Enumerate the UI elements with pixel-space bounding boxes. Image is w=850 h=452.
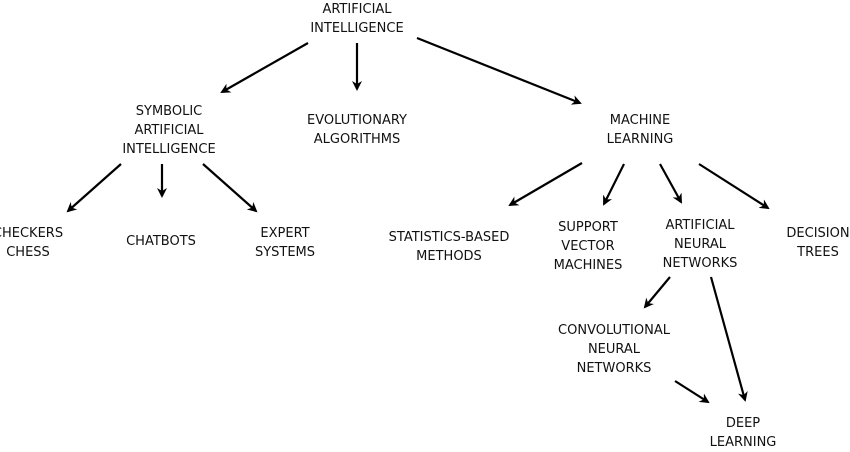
node-label-line: ARTIFICIAL [134,123,204,138]
node-stats: STATISTICS-BASED METHODS [389,228,510,266]
node-checkers: CHECKERS CHESS [0,224,63,262]
arrow-ml-to-ann [659,163,682,204]
arrow-symbolic-to-checkers [66,163,122,213]
node-evolutionary: EVOLUTIONARY ALGORITHMS [307,111,407,149]
arrow-ai-to-ml [416,36,582,105]
arrow-ann-to-dl [709,276,748,402]
node-label-line: DECISION [786,226,850,241]
node-expert: EXPERT SYSTEMS [255,224,315,262]
node-label-line: MACHINES [553,258,623,273]
node-label-line: CHESS [6,245,50,260]
node-label-line: SYSTEMS [254,245,316,260]
arrow-ml-to-trees [698,163,770,210]
node-label-line: SUPPORT [558,220,618,235]
node-ml: MACHINE LEARNING [607,111,674,149]
node-label-line: ARTIFICIAL [665,218,735,233]
arrow-cnn-to-dl [674,380,710,404]
node-label-line: CONVOLUTIONAL [558,323,670,338]
node-symbolic: SYMBOLIC ARTIFICIAL INTELLIGENCE [122,102,215,159]
node-cnn: CONVOLUTIONAL NEURAL NETWORKS [558,321,670,378]
node-label-line: EXPERT [260,226,310,241]
node-label-line: NETWORKS [576,361,652,376]
arrow-ml-to-stats [508,162,583,207]
node-label-line: ARTIFICIAL [322,2,392,17]
node-chatbots: CHATBOTS [126,232,196,251]
arrow-ml-to-svm [603,163,625,206]
node-label-line: INTELLIGENCE [122,142,216,157]
node-label-line: INTELLIGENCE [310,21,404,36]
node-ann: ARTIFICIAL NEURAL NETWORKS [663,216,738,273]
node-label-line: CHECKERS [0,226,64,241]
node-label-line: DEEP [725,416,761,431]
node-label-line: NEURAL [587,342,641,357]
node-label-line: LEARNING [606,132,674,147]
arrow-ann-to-cnn [643,276,671,309]
node-label-line: ALGORITHMS [313,132,401,147]
node-label-line: VECTOR [561,239,615,254]
node-dl: DEEP LEARNING [710,414,777,452]
node-label-line: METHODS [416,249,482,264]
node-label-line: MACHINE [609,113,671,128]
node-ai: ARTIFICIAL INTELLIGENCE [310,0,403,38]
node-label-line: STATISTICS-BASED [388,230,510,245]
node-label-line: EVOLUTIONARY [307,113,407,128]
node-label-line: CHATBOTS [126,234,196,249]
node-label-line: NEURAL [673,237,727,252]
arrow-symbolic-to-expert [202,163,258,213]
node-label-line: SYMBOLIC [135,104,203,119]
node-label-line: LEARNING [709,435,777,450]
node-trees: DECISION TREES [786,224,849,262]
arrow-ai-to-symbolic [220,42,309,93]
node-label-line: NETWORKS [662,256,738,271]
node-label-line: TREES [797,245,839,260]
node-svm: SUPPORT VECTOR MACHINES [554,218,623,275]
